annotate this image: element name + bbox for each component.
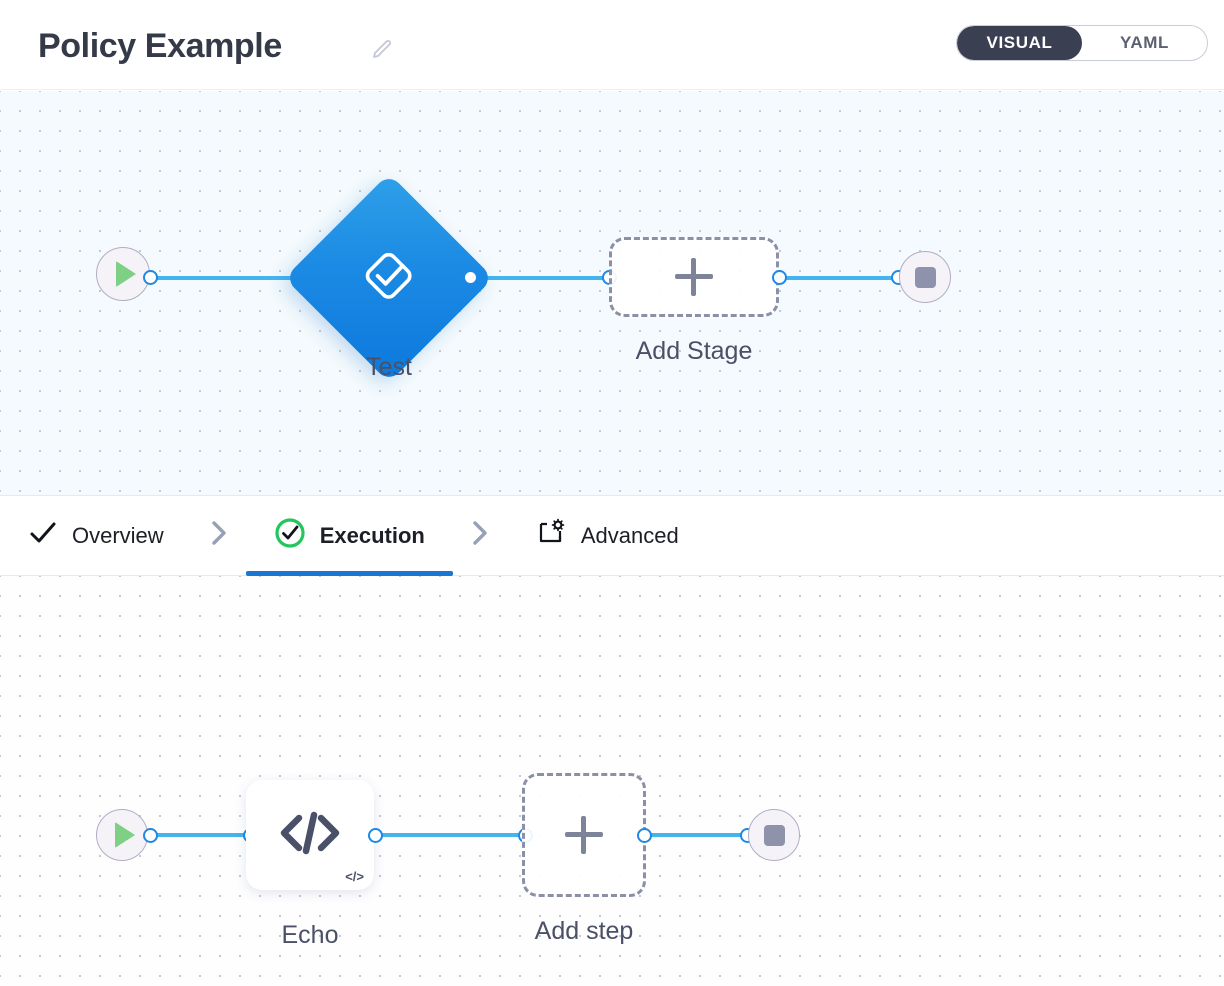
stage-canvas[interactable]: Test Add Stage (0, 91, 1224, 495)
step-canvas[interactable]: </> Echo Add step (0, 576, 1224, 986)
stage-start-node[interactable] (96, 247, 150, 301)
tab-execution[interactable]: Execution (245, 496, 453, 576)
stage-node-label: Test (366, 353, 412, 381)
step-node-label: Echo (281, 921, 339, 949)
port-test-out[interactable] (463, 270, 478, 285)
port-addstage-out[interactable] (772, 270, 787, 285)
port-step-start-out[interactable] (143, 828, 158, 843)
view-mode-toggle[interactable]: VISUAL YAML (956, 25, 1208, 61)
stop-icon (914, 266, 936, 288)
toggle-option-yaml[interactable]: YAML (1119, 33, 1169, 52)
toggle-option-visual[interactable]: VISUAL (957, 26, 1082, 60)
stage-diamond[interactable] (284, 173, 494, 383)
add-step-button[interactable] (522, 773, 646, 897)
edge-test-to-add (466, 276, 614, 280)
chevron-right-icon (208, 518, 230, 553)
tab-execution-label: Execution (319, 522, 425, 548)
tab-advanced-label: Advanced (580, 522, 679, 548)
step-end-node[interactable] (748, 809, 800, 861)
step-start-node[interactable] (96, 809, 148, 861)
edge-add-to-end (640, 833, 755, 837)
stage-node-test[interactable] (284, 173, 494, 383)
stage-end-node[interactable] (899, 251, 951, 303)
plus-icon (565, 816, 603, 854)
port-echo-out[interactable] (368, 828, 383, 843)
tab-advanced[interactable]: Advanced (507, 496, 707, 575)
box-gear-icon (535, 518, 567, 553)
add-step-label: Add step (534, 917, 634, 945)
chevron-right-icon (469, 518, 491, 553)
edge-start-to-test (148, 276, 313, 280)
edge-start-to-echo (148, 833, 256, 837)
page-header: Policy Example VISUAL YAML (0, 0, 1224, 90)
code-icon (275, 807, 345, 864)
check-diamond-icon (358, 245, 420, 312)
port-start-out[interactable] (143, 270, 158, 285)
step-node-echo[interactable]: </> (246, 780, 374, 890)
play-icon (114, 822, 135, 848)
play-icon (115, 261, 136, 287)
tab-separator-1 (192, 518, 246, 553)
tab-overview-label: Overview (72, 522, 164, 548)
edge-add-to-end (778, 276, 903, 280)
edge-echo-to-add (370, 833, 532, 837)
code-badge-icon: </> (345, 869, 364, 884)
checkmark-icon (28, 518, 58, 553)
port-addstep-out[interactable] (637, 828, 652, 843)
section-tabs: Overview Execution (0, 495, 1224, 576)
page-title: Policy Example (38, 27, 282, 65)
add-stage-label: Add Stage (635, 337, 753, 365)
tab-overview[interactable]: Overview (0, 496, 192, 575)
pencil-icon[interactable] (368, 37, 394, 63)
stop-icon (763, 824, 785, 846)
tab-separator-2 (453, 518, 507, 553)
add-stage-button[interactable] (609, 237, 779, 317)
check-circle-icon (274, 517, 306, 554)
plus-icon (675, 258, 713, 296)
